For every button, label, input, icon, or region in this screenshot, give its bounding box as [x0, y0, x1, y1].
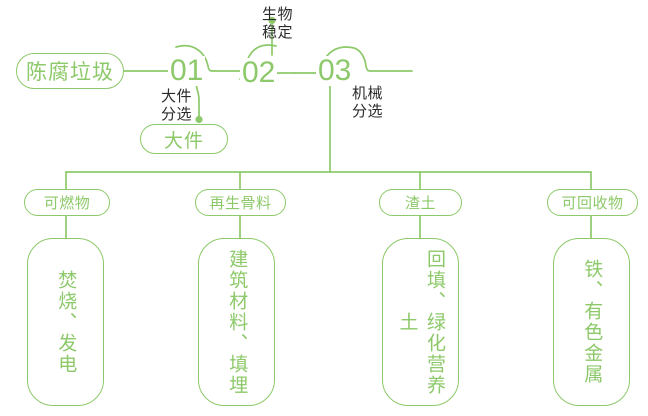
category-pill-2[interactable]: 再生骨料 — [195, 189, 286, 216]
stage-annotation-01: 大件 分选 — [160, 88, 192, 123]
stage-number-01[interactable]: 01 — [168, 54, 206, 87]
output-pill-bulky[interactable]: 大件 — [140, 124, 228, 154]
category-pill-4[interactable]: 可回收物 — [547, 189, 638, 216]
detail-text-3: 回填、绿化营养土 — [396, 248, 446, 396]
detail-box-2[interactable]: 建筑材料、填埋 — [198, 238, 275, 406]
detail-box-4[interactable]: 铁、有色金属 — [553, 238, 630, 406]
category-pill-1[interactable]: 可燃物 — [24, 189, 110, 216]
category-pill-3[interactable]: 渣土 — [379, 189, 462, 216]
stage-annotation-02: 生物 稳定 — [262, 6, 294, 41]
detail-text-2: 建筑材料、填埋 — [226, 248, 248, 396]
detail-box-1[interactable]: 焚烧、发电 — [27, 238, 104, 406]
stage-annotation-03: 机械 分选 — [352, 85, 384, 120]
detail-text-1: 焚烧、发电 — [55, 269, 77, 375]
dot-bulky — [195, 115, 203, 124]
node-source-pill[interactable]: 陈腐垃圾 — [16, 53, 124, 89]
stage-number-03[interactable]: 03 — [316, 54, 354, 87]
stage-number-02[interactable]: 02 — [240, 56, 278, 89]
detail-text-4: 铁、有色金属 — [581, 259, 603, 385]
detail-box-3[interactable]: 回填、绿化营养土 — [382, 238, 459, 406]
